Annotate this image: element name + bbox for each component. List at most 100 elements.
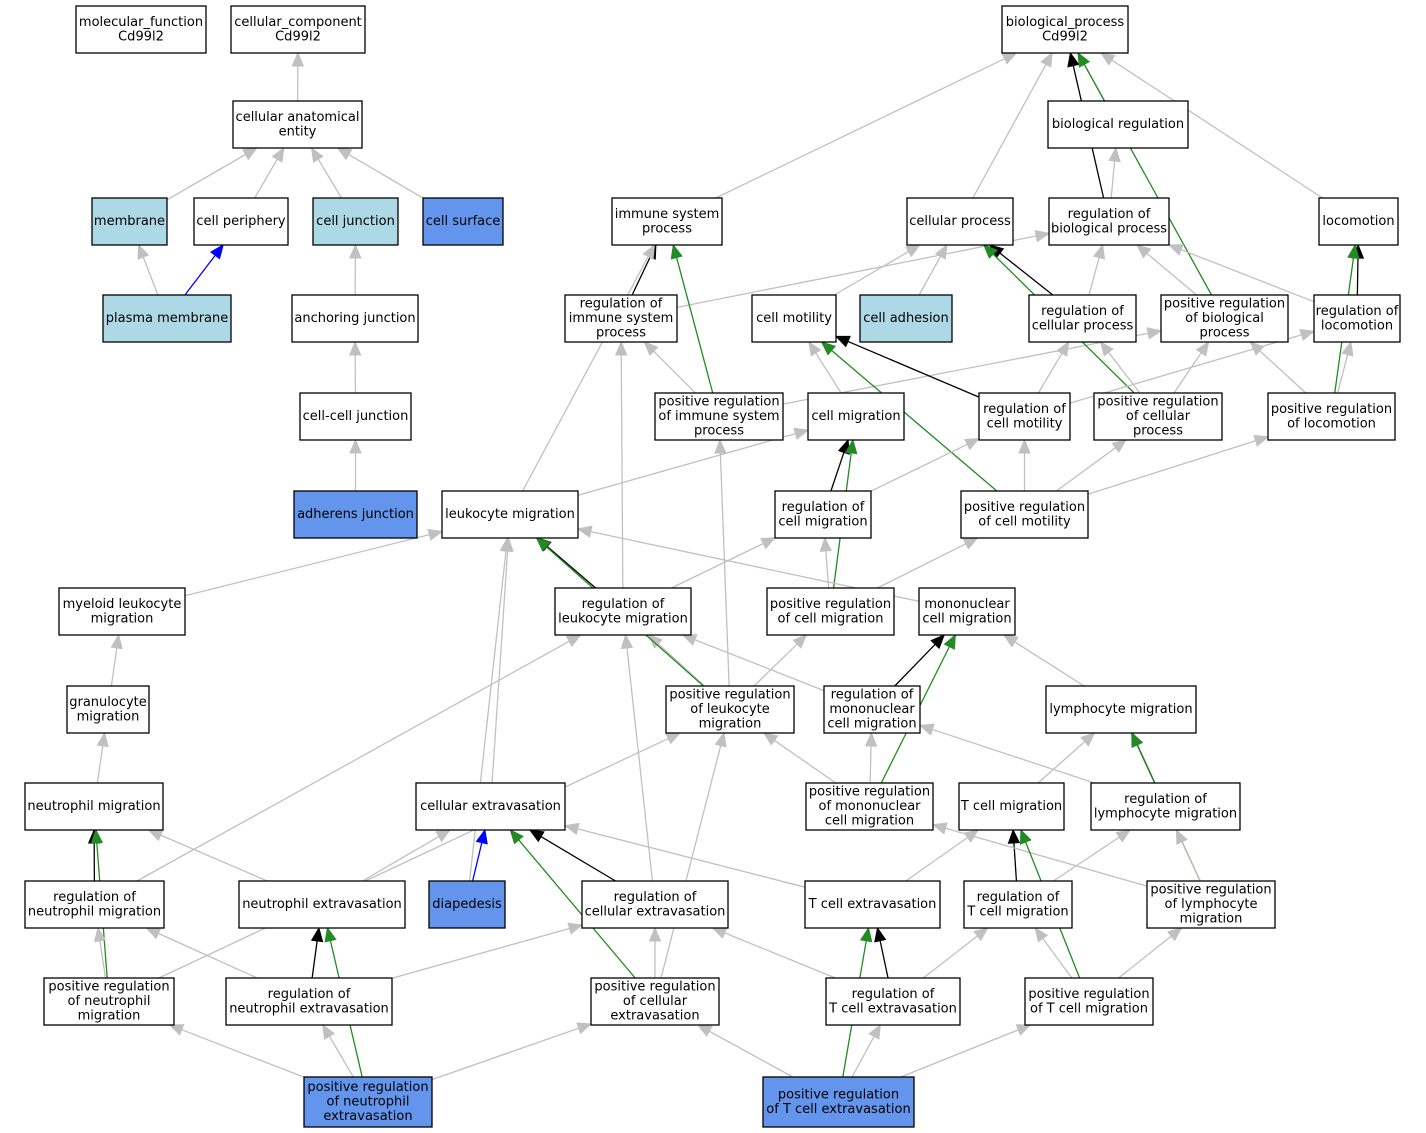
go-term-node-anch[interactable]: anchoring junction <box>291 294 419 343</box>
go-term-node-cperiph[interactable]: cell periphery <box>193 197 289 246</box>
go-term-node-cext[interactable]: cellular extravasation <box>415 782 566 831</box>
node-label-line: of T cell extravasation <box>766 1102 910 1117</box>
go-term-node-pm[interactable]: plasma membrane <box>102 294 232 343</box>
node-label-line: regulation of <box>977 890 1060 905</box>
go-term-node-rtmig[interactable]: regulation ofT cell migration <box>963 880 1073 929</box>
node-box <box>1024 977 1154 1026</box>
go-term-node-cmot[interactable]: cell motility <box>751 294 837 343</box>
edge-is-a-next-to-cext <box>362 829 452 882</box>
edge-line <box>719 452 730 687</box>
go-term-node-csurf[interactable]: cell surface <box>422 197 504 246</box>
go-term-node-text[interactable]: T cell extravasation <box>804 880 941 929</box>
edge-arrowhead <box>349 243 362 259</box>
edge-arrowhead <box>1007 828 1021 844</box>
edge-is-a-membrane-to-cae <box>166 147 258 201</box>
node-label-line: positive regulation <box>1164 297 1285 312</box>
go-term-node-lymig[interactable]: lymphocyte migration <box>1045 685 1197 734</box>
node-label-line: regulation of <box>1124 792 1207 807</box>
node-label-line: cell motility <box>987 416 1063 431</box>
go-term-node-loco[interactable]: locomotion <box>1318 197 1399 246</box>
node-label-line: of cellular <box>623 994 688 1009</box>
edge-is-a-cperiph-to-cae <box>254 146 285 199</box>
edge-line <box>675 257 714 394</box>
go-term-node-lmig[interactable]: leukocyte migration <box>441 490 579 539</box>
edge-regulates-rnext-to-next <box>310 926 324 979</box>
edge-line <box>540 836 616 882</box>
edge-arrowhead <box>567 922 584 935</box>
edge-arrowhead <box>291 51 305 67</box>
go-term-node-nmig[interactable]: neutrophil migration <box>24 782 164 831</box>
go-term-node-tmig[interactable]: T cell migration <box>958 782 1065 831</box>
node-label-line: migration <box>1180 912 1243 927</box>
go-term-node-breg[interactable]: biological regulation <box>1047 100 1189 149</box>
node-label-line: regulation of <box>983 402 1066 417</box>
edge-is-a-prcp-to-rcp <box>1099 340 1141 394</box>
go-term-node-adh[interactable]: adherens junction <box>293 490 418 539</box>
go-term-node-ccj[interactable]: cell-cell junction <box>299 392 412 441</box>
go-term-node-cmig[interactable]: cell migration <box>807 392 905 441</box>
node-label-line: positive regulation <box>1271 402 1392 417</box>
go-term-node-cadh[interactable]: cell adhesion <box>859 294 953 343</box>
edge-is-a-rlmig-to-rcmig <box>671 537 777 589</box>
edge-arrowhead <box>834 335 851 348</box>
node-label-line: biological process <box>1051 221 1167 236</box>
go-term-node-next[interactable]: neutrophil extravasation <box>238 880 406 929</box>
node-label-line: neutrophil migration <box>28 904 161 919</box>
go-term-node-diap[interactable]: diapedesis <box>428 880 506 929</box>
node-label-line: cell migration <box>811 409 900 424</box>
edge-is-a-prnext-to-prnmig <box>168 1024 305 1078</box>
edge-line <box>708 1030 794 1078</box>
edge-positively-regulates-prcext-to-cext <box>509 829 636 979</box>
go-term-node-membrane[interactable]: membrane <box>91 197 168 246</box>
node-label-line: cell surface <box>426 214 501 229</box>
edge-is-a-prloco-to-rloco <box>1336 340 1354 394</box>
edge-is-a-rtext-to-rtmig <box>922 927 989 979</box>
edge-line <box>833 250 909 296</box>
node-label-line: mononuclear <box>829 702 915 717</box>
node-label-line: adherens junction <box>297 507 414 522</box>
node-box <box>230 5 366 54</box>
edge-is-a-rcext-to-rlmig <box>620 633 654 882</box>
go-term-node-cproc[interactable]: cellular process <box>906 197 1014 246</box>
edge-is-a-adh-to-ccj <box>349 438 362 491</box>
node-label-line: plasma membrane <box>106 311 229 326</box>
go-term-node-cjunc[interactable]: cell junction <box>312 197 399 246</box>
go-term-node-rtext[interactable]: regulation ofT cell extravasation <box>825 977 961 1026</box>
node-box <box>554 587 692 636</box>
node-label-line: process <box>642 221 692 236</box>
